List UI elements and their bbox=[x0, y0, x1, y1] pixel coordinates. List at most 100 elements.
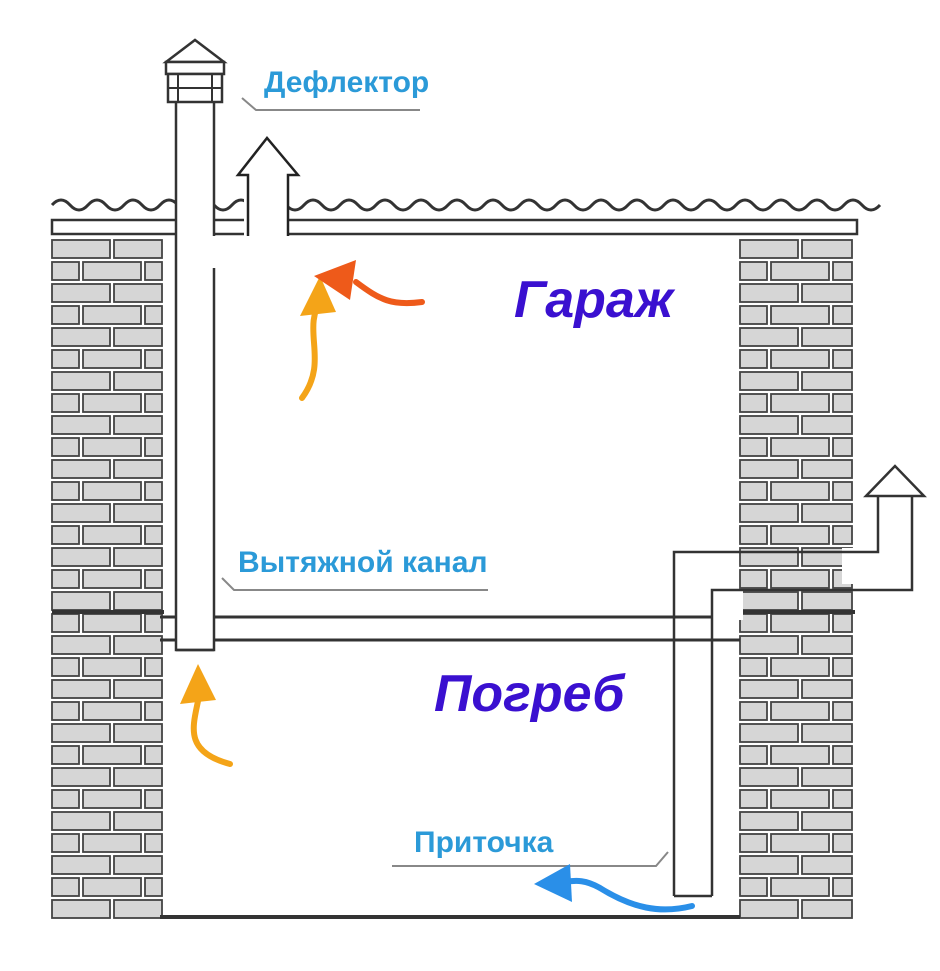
brick bbox=[82, 569, 142, 589]
brick bbox=[51, 525, 80, 545]
brick bbox=[51, 283, 111, 303]
brick bbox=[739, 481, 768, 501]
brick bbox=[51, 679, 111, 699]
brick bbox=[144, 305, 163, 325]
deflector-leader bbox=[241, 97, 420, 111]
brick bbox=[801, 899, 853, 919]
brick bbox=[113, 635, 163, 655]
brick bbox=[801, 635, 853, 655]
supply-pipe bbox=[672, 464, 927, 898]
brick bbox=[51, 635, 111, 655]
brick bbox=[770, 393, 830, 413]
label-leaders bbox=[221, 97, 669, 867]
brick bbox=[113, 591, 163, 611]
brick bbox=[113, 547, 163, 567]
brick bbox=[51, 305, 80, 325]
brick bbox=[739, 899, 799, 919]
garage-warm-air-arrowhead bbox=[300, 276, 336, 316]
brick bbox=[770, 657, 830, 677]
brick bbox=[113, 767, 163, 787]
brick bbox=[113, 283, 163, 303]
brick bbox=[739, 811, 799, 831]
brick bbox=[82, 305, 142, 325]
brick bbox=[739, 393, 768, 413]
brick bbox=[82, 261, 142, 281]
brick bbox=[739, 437, 768, 457]
brick bbox=[739, 239, 799, 259]
brick bbox=[82, 657, 142, 677]
brick bbox=[144, 437, 163, 457]
brick bbox=[770, 613, 830, 633]
brick bbox=[739, 569, 768, 589]
brick bbox=[51, 415, 111, 435]
supply-leader bbox=[392, 851, 669, 867]
brick bbox=[51, 701, 80, 721]
brick bbox=[801, 591, 853, 611]
brick bbox=[801, 239, 853, 259]
brick bbox=[82, 789, 142, 809]
brick bbox=[739, 767, 799, 787]
brick bbox=[832, 305, 853, 325]
brick bbox=[51, 393, 80, 413]
garage-hot-air-arrowhead bbox=[314, 260, 356, 300]
brick bbox=[144, 657, 163, 677]
brick bbox=[832, 613, 853, 633]
brick bbox=[770, 261, 830, 281]
brick bbox=[82, 349, 142, 369]
brick bbox=[739, 503, 799, 523]
deflector-label: Дефлектор bbox=[264, 66, 430, 99]
brick bbox=[113, 723, 163, 743]
left-brick-wall bbox=[51, 239, 163, 919]
brick bbox=[51, 437, 80, 457]
brick bbox=[739, 261, 768, 281]
brick bbox=[739, 877, 768, 897]
brick bbox=[739, 283, 799, 303]
brick bbox=[739, 635, 799, 655]
brick bbox=[832, 657, 853, 677]
brick bbox=[51, 613, 80, 633]
brick bbox=[51, 855, 111, 875]
brick bbox=[770, 877, 830, 897]
brick bbox=[113, 327, 163, 347]
brick bbox=[832, 745, 853, 765]
brick bbox=[144, 261, 163, 281]
brick bbox=[770, 481, 830, 501]
exhaust-pipe bbox=[174, 96, 216, 652]
brick bbox=[739, 701, 768, 721]
cellar-warm-air-arrowhead bbox=[180, 664, 216, 704]
brick bbox=[51, 833, 80, 853]
brick bbox=[51, 569, 80, 589]
brick bbox=[739, 349, 768, 369]
brick bbox=[51, 657, 80, 677]
supply-label: Приточка bbox=[414, 826, 554, 859]
brick bbox=[51, 745, 80, 765]
brick bbox=[801, 767, 853, 787]
brick bbox=[51, 349, 80, 369]
brick bbox=[82, 393, 142, 413]
brick bbox=[51, 767, 111, 787]
brick bbox=[82, 877, 142, 897]
brick bbox=[113, 459, 163, 479]
brick bbox=[51, 459, 111, 479]
brick bbox=[51, 481, 80, 501]
brick bbox=[770, 305, 830, 325]
brick bbox=[144, 393, 163, 413]
brick bbox=[113, 811, 163, 831]
brick bbox=[739, 855, 799, 875]
brick bbox=[739, 833, 768, 853]
brick bbox=[51, 239, 111, 259]
brick bbox=[144, 701, 163, 721]
brick bbox=[51, 371, 111, 391]
brick bbox=[832, 789, 853, 809]
brick bbox=[832, 437, 853, 457]
brick bbox=[82, 745, 142, 765]
brick bbox=[739, 305, 768, 325]
brick bbox=[739, 591, 799, 611]
brick bbox=[801, 723, 853, 743]
brick bbox=[144, 789, 163, 809]
brick bbox=[51, 327, 111, 347]
brick bbox=[739, 789, 768, 809]
brick bbox=[739, 723, 799, 743]
airflow-arrows bbox=[180, 260, 695, 913]
